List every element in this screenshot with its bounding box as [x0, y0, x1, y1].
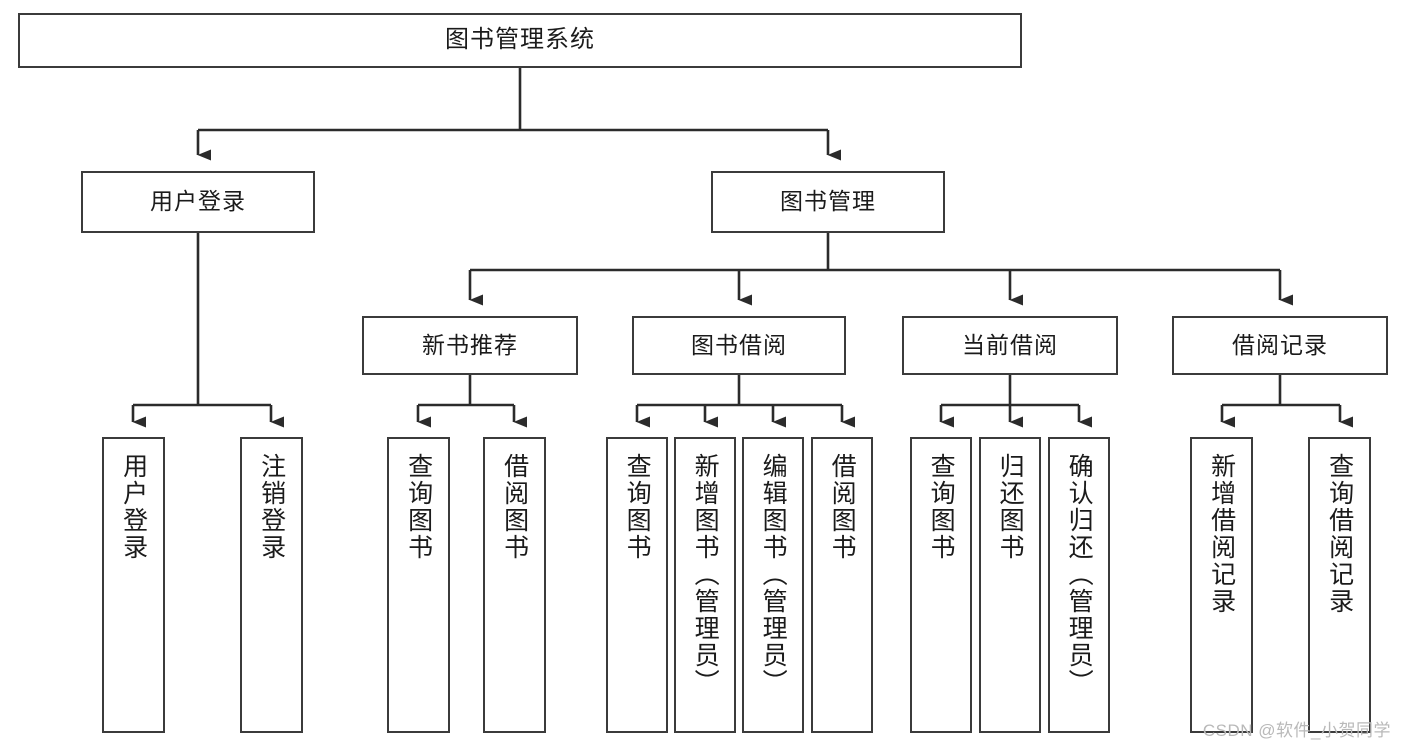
node-label: 编辑图书（管理员） — [759, 453, 788, 696]
node-label: 用户登录 — [119, 453, 148, 561]
node-book-management[interactable]: 图书管理 — [711, 171, 945, 233]
node-label: 查询图书 — [927, 453, 956, 561]
node-label: 查询图书 — [623, 453, 652, 561]
node-label: 图书管理 — [780, 188, 876, 215]
leaf-add-book-admin[interactable]: 新增图书（管理员） — [674, 437, 736, 733]
node-label: 当前借阅 — [962, 331, 1058, 358]
leaf-confirm-return-admin[interactable]: 确认归还（管理员） — [1048, 437, 1110, 733]
leaf-logout[interactable]: 注销登录 — [240, 437, 303, 733]
node-borrow-record[interactable]: 借阅记录 — [1172, 316, 1388, 375]
leaf-search-book-recommend[interactable]: 查询图书 — [387, 437, 450, 733]
leaf-borrow-book[interactable]: 借阅图书 — [811, 437, 873, 733]
node-label: 新增图书（管理员） — [691, 453, 720, 696]
node-label: 查询借阅记录 — [1325, 453, 1354, 615]
node-label: 归还图书 — [996, 453, 1025, 561]
node-current-borrow[interactable]: 当前借阅 — [902, 316, 1118, 375]
node-new-book-recommend[interactable]: 新书推荐 — [362, 316, 578, 375]
node-label: 用户登录 — [150, 188, 246, 215]
node-label: 注销登录 — [257, 453, 286, 561]
node-label: 借阅图书 — [500, 453, 529, 561]
node-root-system[interactable]: 图书管理系统 — [18, 13, 1022, 68]
node-label: 查询图书 — [404, 453, 433, 561]
leaf-user-login[interactable]: 用户登录 — [102, 437, 165, 733]
leaf-edit-book-admin[interactable]: 编辑图书（管理员） — [742, 437, 804, 733]
leaf-return-book[interactable]: 归还图书 — [979, 437, 1041, 733]
leaf-borrow-book-recommend[interactable]: 借阅图书 — [483, 437, 546, 733]
node-label: 借阅记录 — [1232, 331, 1328, 358]
node-label: 图书管理系统 — [445, 26, 595, 54]
leaf-search-book-borrow[interactable]: 查询图书 — [606, 437, 668, 733]
node-label: 新增借阅记录 — [1207, 453, 1236, 615]
node-user-login[interactable]: 用户登录 — [81, 171, 315, 233]
leaf-add-borrow-record[interactable]: 新增借阅记录 — [1190, 437, 1253, 733]
leaf-search-book-current[interactable]: 查询图书 — [910, 437, 972, 733]
node-label: 借阅图书 — [828, 453, 857, 561]
node-book-borrow[interactable]: 图书借阅 — [632, 316, 846, 375]
leaf-search-borrow-record[interactable]: 查询借阅记录 — [1308, 437, 1371, 733]
node-label: 确认归还（管理员） — [1065, 453, 1094, 696]
node-label: 图书借阅 — [691, 331, 787, 358]
node-label: 新书推荐 — [422, 331, 518, 358]
